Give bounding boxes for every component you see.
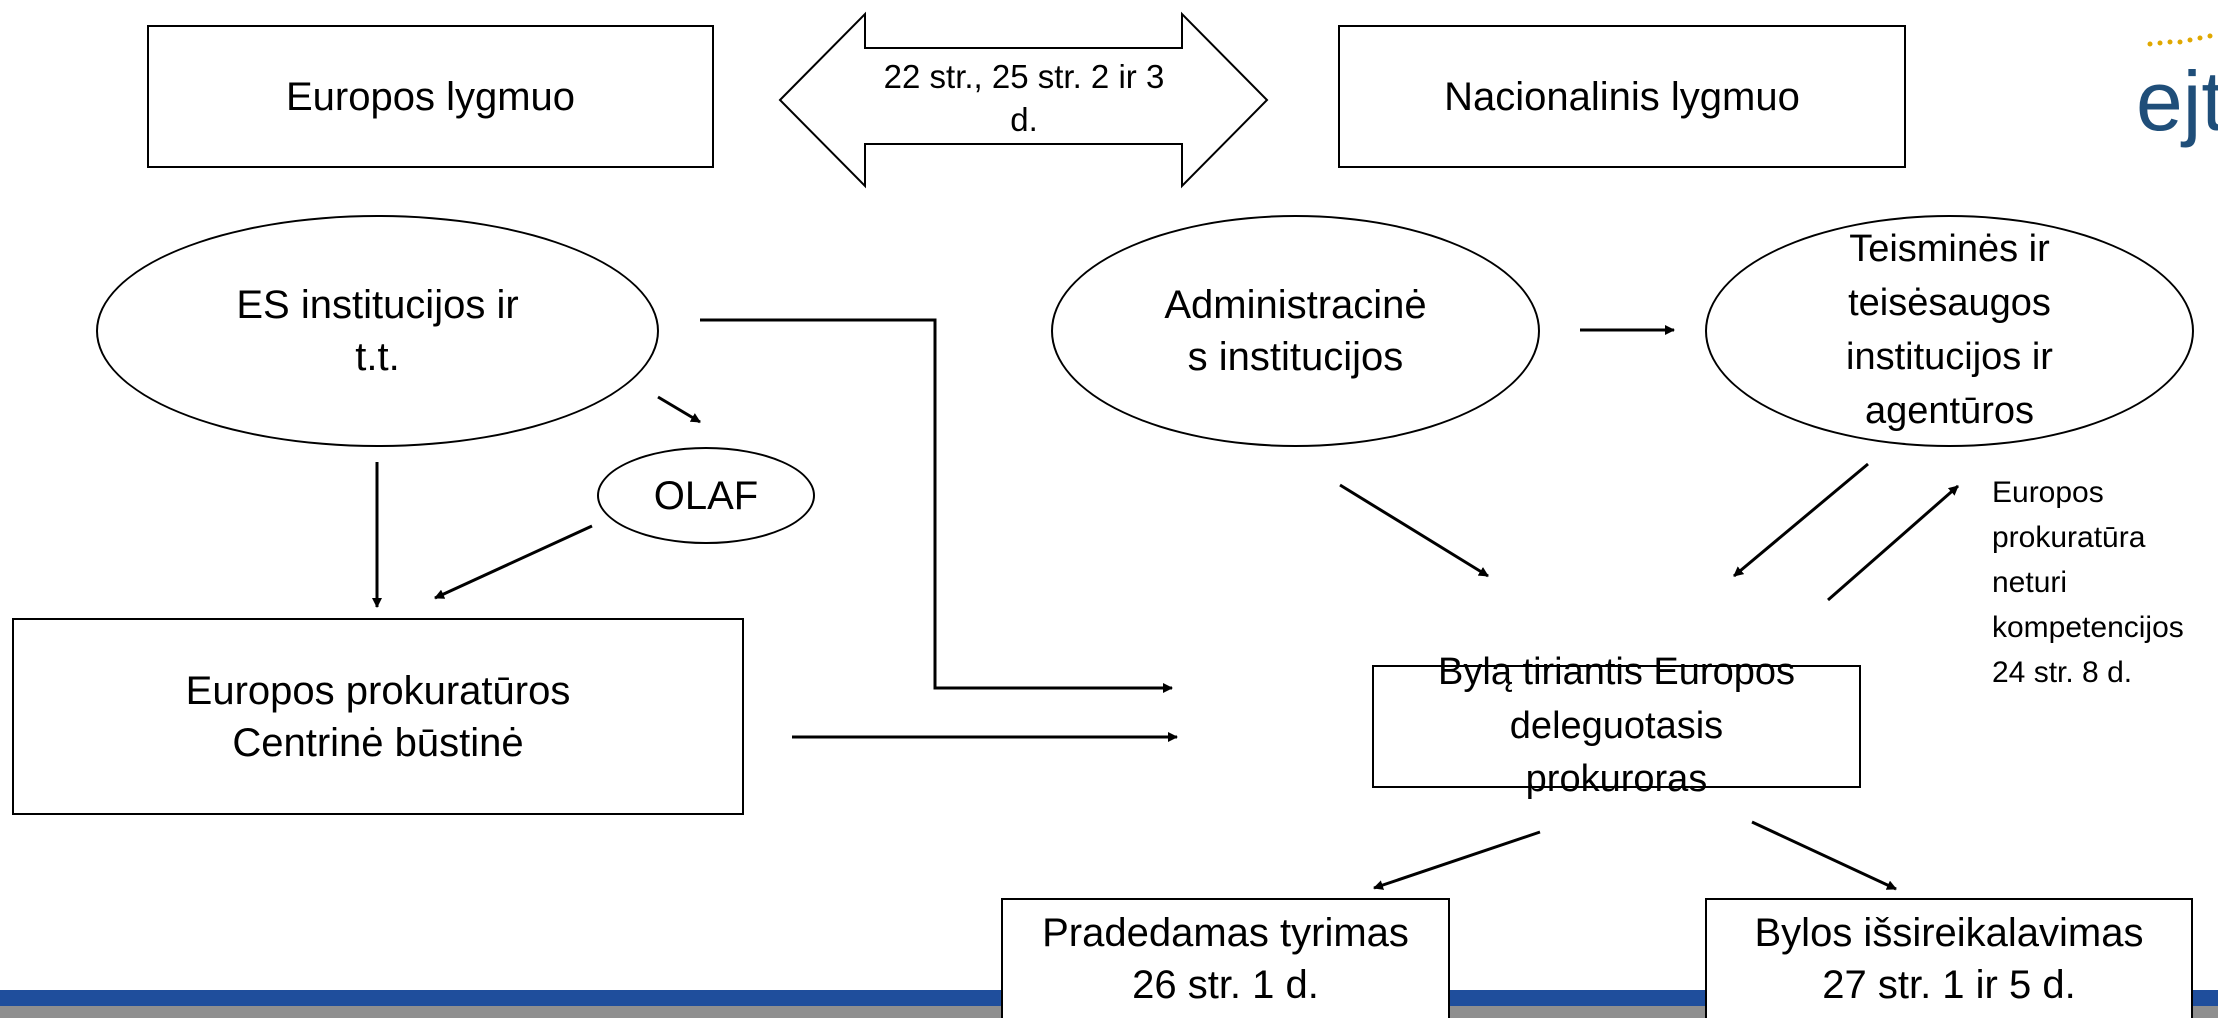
administrative-institutions-ellipse: Administracinė s institucijos [1051,215,1540,447]
legal-basis-label: 22 str., 25 str. 2 ir 3 d. [883,58,1165,138]
eppo-headquarters-box: Europos prokuratūros Centrinė būstinė [12,618,744,815]
logo-stars-icon [2147,33,2213,47]
logo-wordmark: ejt [2138,54,2218,148]
investigation-start-box: Pradedamas tyrimas 26 str. 1 d. [1001,898,1450,1018]
arrow-admin-to-prosecutor [1339,483,1489,578]
national-level-box: Nacionalinis lygmuo [1338,25,1906,168]
ejtn-logo: ejt [2138,28,2218,158]
arrow-es-to-prosecutor [700,318,1173,693]
arrow-olaf-to-hq [434,524,593,600]
legal-basis-double-arrow [778,11,1269,189]
arrow-judicial-to-prosecutor [1733,462,1869,578]
arrow-prosecutor-to-evocation [1751,820,1897,891]
delegated-prosecutor-box: Bylą tiriantis Europos deleguotasis prok… [1372,651,1861,800]
judicial-institutions-ellipse: Teisminės ir teisėsaugos institucijos ir… [1705,215,2194,447]
eu-institutions-ellipse: ES institucijos ir t.t. [96,215,659,447]
arrow-es-to-olaf [657,395,701,424]
arrow-prosecutor-to-investigation [1373,830,1541,890]
olaf-ellipse: OLAF [597,447,815,544]
no-competence-note: Europos prokuratūra neturi kompetencijos… [1992,476,2184,689]
arrow-prosecutor-to-judicial [1827,484,1959,602]
case-evocation-box: Bylos išsireikalavimas 27 str. 1 ir 5 d. [1705,898,2193,1018]
european-level-box: Europos lygmuo [147,25,714,168]
